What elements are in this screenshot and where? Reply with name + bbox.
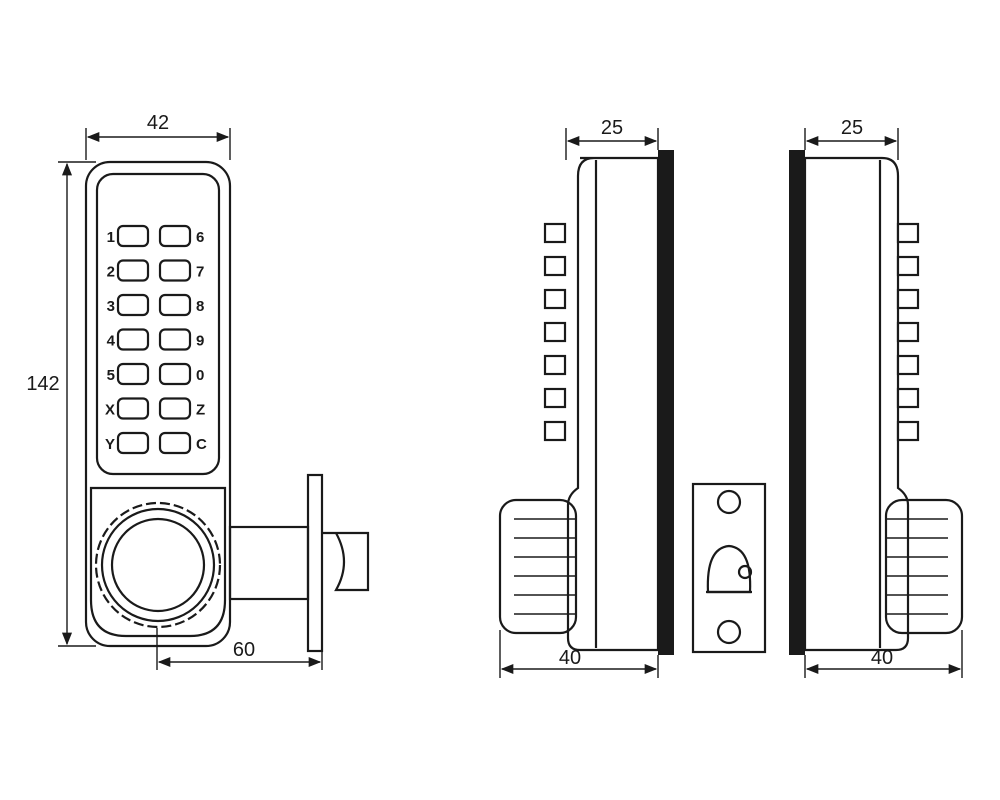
dim-front-height-label: 142 bbox=[26, 373, 59, 395]
latch-body bbox=[228, 525, 310, 601]
side-button bbox=[543, 354, 567, 376]
key-label: 4 bbox=[107, 333, 116, 350]
side-right-buttons bbox=[896, 222, 920, 442]
side-right-door-plate bbox=[789, 150, 805, 655]
front-view: 1 2 3 4 5XY 6 7 8 9 0ZC 42 142 60 bbox=[26, 112, 370, 670]
key-label: 2 bbox=[107, 264, 115, 281]
side-left-door-plate bbox=[658, 150, 674, 655]
key-label: X bbox=[105, 402, 115, 419]
keypad-left-column: 1 2 3 4 5XY bbox=[105, 224, 150, 455]
latch-bolt bbox=[322, 531, 370, 592]
key-button bbox=[116, 362, 150, 386]
key-button bbox=[158, 328, 192, 351]
key-label: 1 bbox=[107, 229, 115, 246]
side-button bbox=[896, 321, 920, 343]
side-right-knurl bbox=[886, 518, 948, 615]
dim-side-right-width: 25 bbox=[804, 117, 899, 160]
strike-plate-outline bbox=[691, 482, 767, 654]
key-label: 5 bbox=[107, 367, 115, 384]
dim-side-left-depth: 40 bbox=[499, 630, 659, 678]
key-button bbox=[116, 224, 150, 248]
key-button bbox=[158, 431, 192, 455]
knob-plate bbox=[89, 486, 227, 638]
key-label: 6 bbox=[196, 229, 204, 246]
side-button bbox=[543, 222, 567, 244]
side-button bbox=[896, 222, 920, 244]
key-label: 3 bbox=[107, 298, 115, 315]
side-button bbox=[896, 255, 920, 277]
side-view-right: 25 40 bbox=[789, 117, 964, 678]
dim-front-width-label: 42 bbox=[147, 112, 169, 134]
side-button bbox=[896, 420, 920, 442]
side-button bbox=[896, 288, 920, 310]
key-button bbox=[158, 224, 192, 248]
key-label: Z bbox=[196, 402, 205, 419]
key-button bbox=[116, 259, 150, 282]
dim-side-left-width: 25 bbox=[565, 117, 659, 160]
strike-latch-opening bbox=[706, 544, 752, 594]
side-button bbox=[543, 387, 567, 409]
dim-side-left-width-label: 25 bbox=[601, 117, 623, 139]
side-left-buttons bbox=[543, 222, 567, 442]
side-button bbox=[543, 288, 567, 310]
dim-front-width: 42 bbox=[85, 112, 231, 160]
dim-spindle-length: 60 bbox=[156, 628, 323, 670]
side-button bbox=[896, 354, 920, 376]
dim-side-right-width-label: 25 bbox=[841, 117, 863, 139]
side-left-knurl bbox=[514, 518, 576, 615]
strike-plate bbox=[691, 482, 767, 654]
side-right-knob bbox=[884, 498, 964, 635]
key-label: Y bbox=[105, 436, 115, 453]
latch-faceplate bbox=[306, 473, 324, 653]
side-left-body bbox=[566, 156, 660, 652]
strike-screw-hole-top bbox=[716, 489, 742, 515]
side-view-left: 25 40 bbox=[498, 117, 674, 678]
key-button bbox=[158, 362, 192, 386]
key-button bbox=[158, 259, 192, 282]
knob-icon bbox=[94, 501, 222, 629]
side-button bbox=[543, 321, 567, 343]
key-label: 7 bbox=[196, 264, 204, 281]
side-button bbox=[543, 255, 567, 277]
key-button bbox=[116, 431, 150, 455]
dim-side-left-depth-label: 40 bbox=[559, 647, 581, 669]
side-button bbox=[543, 420, 567, 442]
strike-screw-hole-bottom bbox=[716, 619, 742, 645]
dim-front-height: 142 bbox=[26, 161, 96, 647]
dim-spindle-length-label: 60 bbox=[233, 639, 255, 661]
key-button bbox=[158, 293, 192, 317]
key-button bbox=[116, 293, 150, 317]
key-label: C bbox=[196, 436, 207, 453]
side-left-knob bbox=[498, 498, 578, 635]
key-label: 8 bbox=[196, 298, 204, 315]
dim-side-right-depth: 40 bbox=[804, 630, 963, 678]
key-label: 0 bbox=[196, 367, 204, 384]
key-label: 9 bbox=[196, 333, 204, 350]
key-button bbox=[158, 397, 192, 420]
keypad-right-column: 6 7 8 9 0ZC bbox=[158, 224, 207, 455]
side-right-body bbox=[803, 156, 910, 652]
keypad-panel bbox=[95, 172, 221, 476]
front-housing-outer bbox=[84, 160, 232, 648]
key-button bbox=[116, 397, 150, 420]
dim-side-right-depth-label: 40 bbox=[871, 647, 893, 669]
side-button bbox=[896, 387, 920, 409]
key-button bbox=[116, 328, 150, 351]
